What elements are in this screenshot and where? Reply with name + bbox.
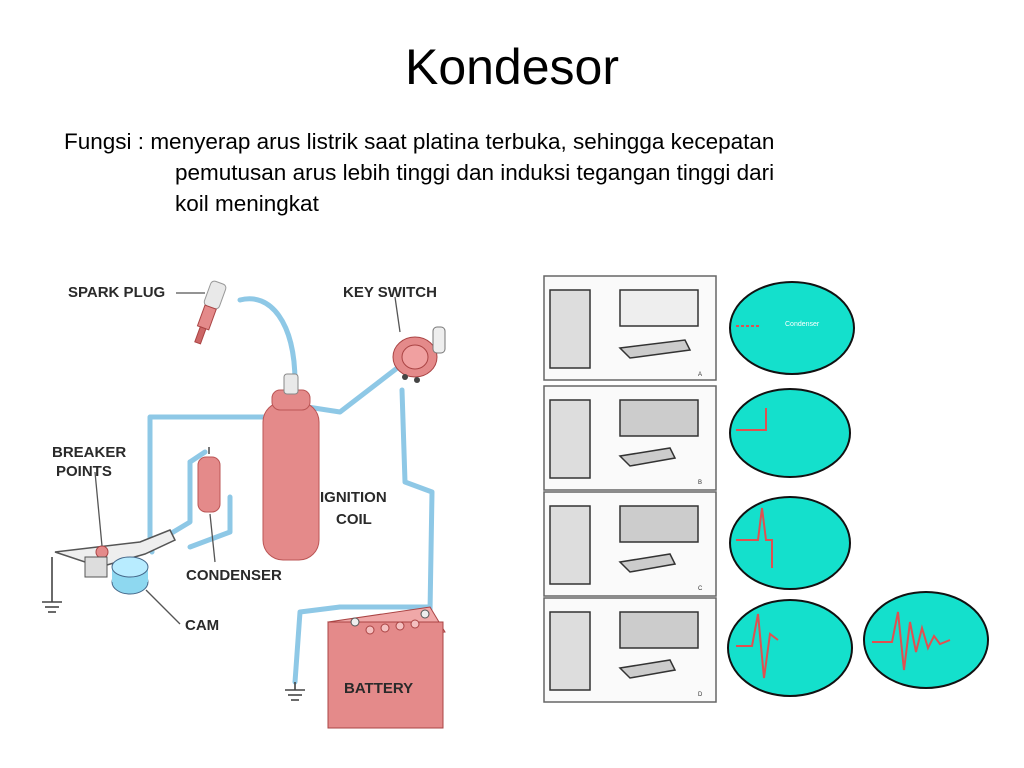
scope-label: Condenser xyxy=(785,321,820,328)
label-key-switch: KEY SWITCH xyxy=(343,284,437,301)
breaker-points-icon xyxy=(54,529,177,578)
condenser-waveform-diagram: A B C D Condenser xyxy=(543,275,989,703)
key-switch-icon xyxy=(392,326,446,383)
spark-plug-icon xyxy=(194,280,227,345)
slide-title: Kondesor xyxy=(404,39,620,95)
scope-d1 xyxy=(727,599,853,697)
label-condenser: CONDENSER xyxy=(186,567,282,584)
function-description: Fungsi : menyerap arus listrik saat plat… xyxy=(64,126,984,219)
panel-letter-a: A xyxy=(698,372,702,378)
label-coil: COIL xyxy=(336,511,372,528)
label-ignition: IGNITION xyxy=(320,489,387,506)
panel-letter-b: B xyxy=(698,480,702,486)
function-text-3: koil meningkat xyxy=(175,191,319,216)
label-points: POINTS xyxy=(56,463,112,480)
scope-d2 xyxy=(863,591,989,689)
ground-icon xyxy=(42,557,305,701)
scope-b xyxy=(729,388,851,478)
label-spark-plug: SPARK PLUG xyxy=(68,284,165,301)
scope-a: Condenser xyxy=(729,281,855,375)
label-cam: CAM xyxy=(185,617,219,634)
label-battery: BATTERY xyxy=(344,680,413,697)
ignition-coil-icon xyxy=(262,373,320,561)
circuit-sketches xyxy=(549,289,699,691)
function-label: Fungsi : xyxy=(64,129,145,154)
label-breaker: BREAKER xyxy=(52,444,126,461)
panel-letter-d: D xyxy=(698,692,703,698)
panel-letter-c: C xyxy=(698,586,703,592)
function-text-2: pemutusan arus lebih tinggi dan induksi … xyxy=(175,160,775,185)
ignition-system-diagram: SPARK PLUG KEY SWITCH BREAKER POINTS IGN… xyxy=(42,280,446,729)
function-text-1: menyerap arus listrik saat platina terbu… xyxy=(150,129,775,154)
condenser-icon xyxy=(197,447,221,513)
cam-icon xyxy=(111,556,149,595)
function-line-1: Fungsi : menyerap arus listrik saat plat… xyxy=(64,126,984,157)
battery-icon xyxy=(327,606,446,729)
scope-c xyxy=(729,496,851,590)
